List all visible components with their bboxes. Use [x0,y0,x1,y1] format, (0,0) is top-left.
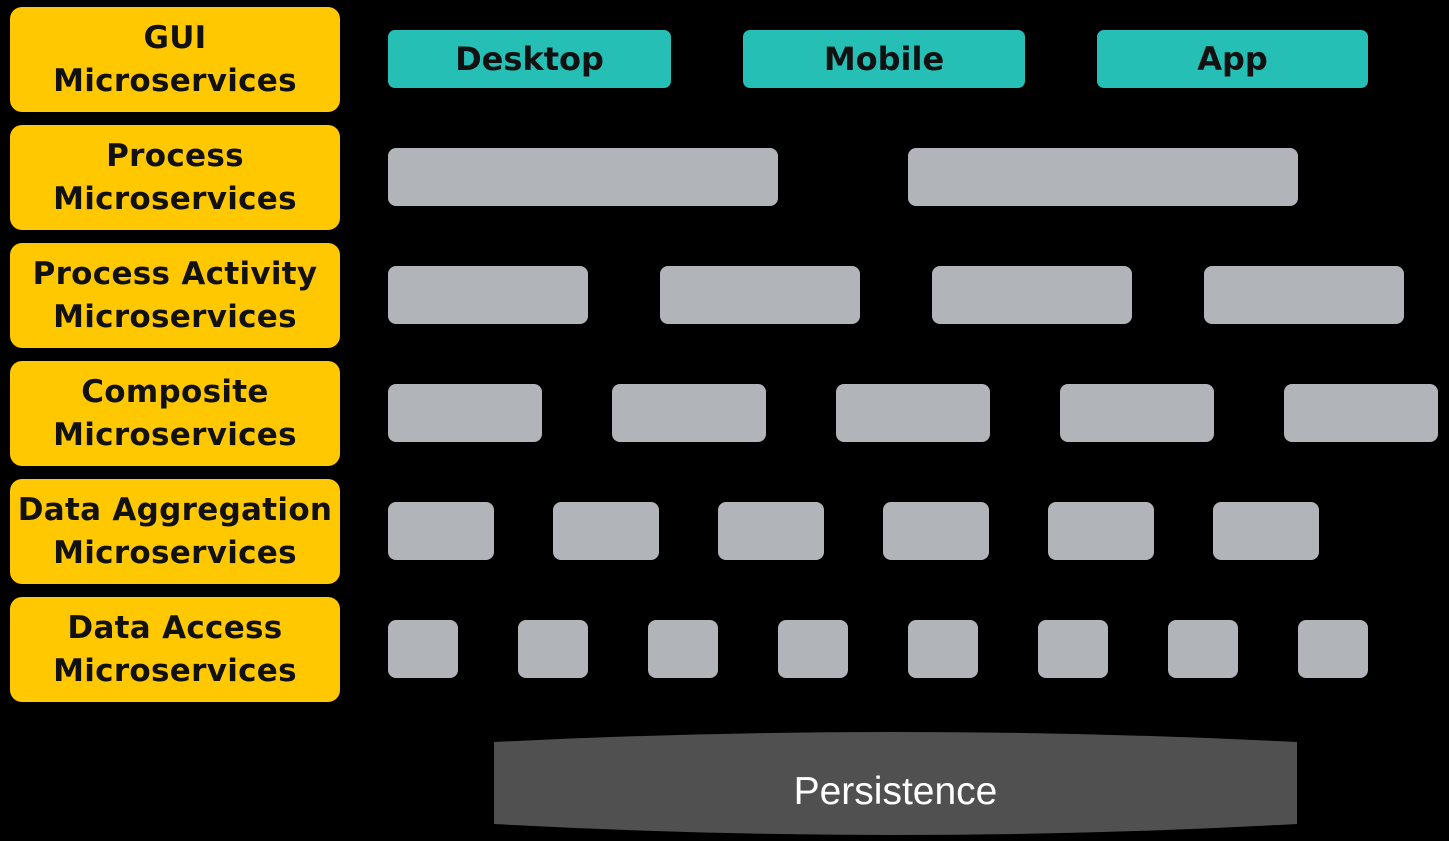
service-box-composite [1060,384,1214,442]
service-box-data-aggregation [1213,502,1319,560]
service-box-process [388,148,778,206]
service-box-composite [1284,384,1438,442]
service-box-data-access [1298,620,1368,678]
service-box-data-access [1168,620,1238,678]
service-box-data-access [388,620,458,678]
client-desktop: Desktop [388,30,671,88]
service-box-process-activity [1204,266,1404,324]
service-box-data-aggregation [1048,502,1154,560]
service-box-process-activity [388,266,588,324]
persistence-cylinder [494,732,1297,835]
service-box-process-activity [660,266,860,324]
service-box-data-aggregation [388,502,494,560]
service-box-data-aggregation [553,502,659,560]
service-box-data-access [908,620,978,678]
service-box-data-aggregation [883,502,989,560]
client-mobile: Mobile [743,30,1025,88]
service-box-composite [388,384,542,442]
persistence-label: Persistence [793,770,998,813]
service-box-data-access [648,620,718,678]
client-app: App [1097,30,1368,88]
service-box-composite [836,384,990,442]
service-box-composite [612,384,766,442]
service-box-process [908,148,1298,206]
service-box-data-access [518,620,588,678]
service-box-data-aggregation [718,502,824,560]
service-box-process-activity [932,266,1132,324]
service-box-data-access [778,620,848,678]
service-box-data-access [1038,620,1108,678]
